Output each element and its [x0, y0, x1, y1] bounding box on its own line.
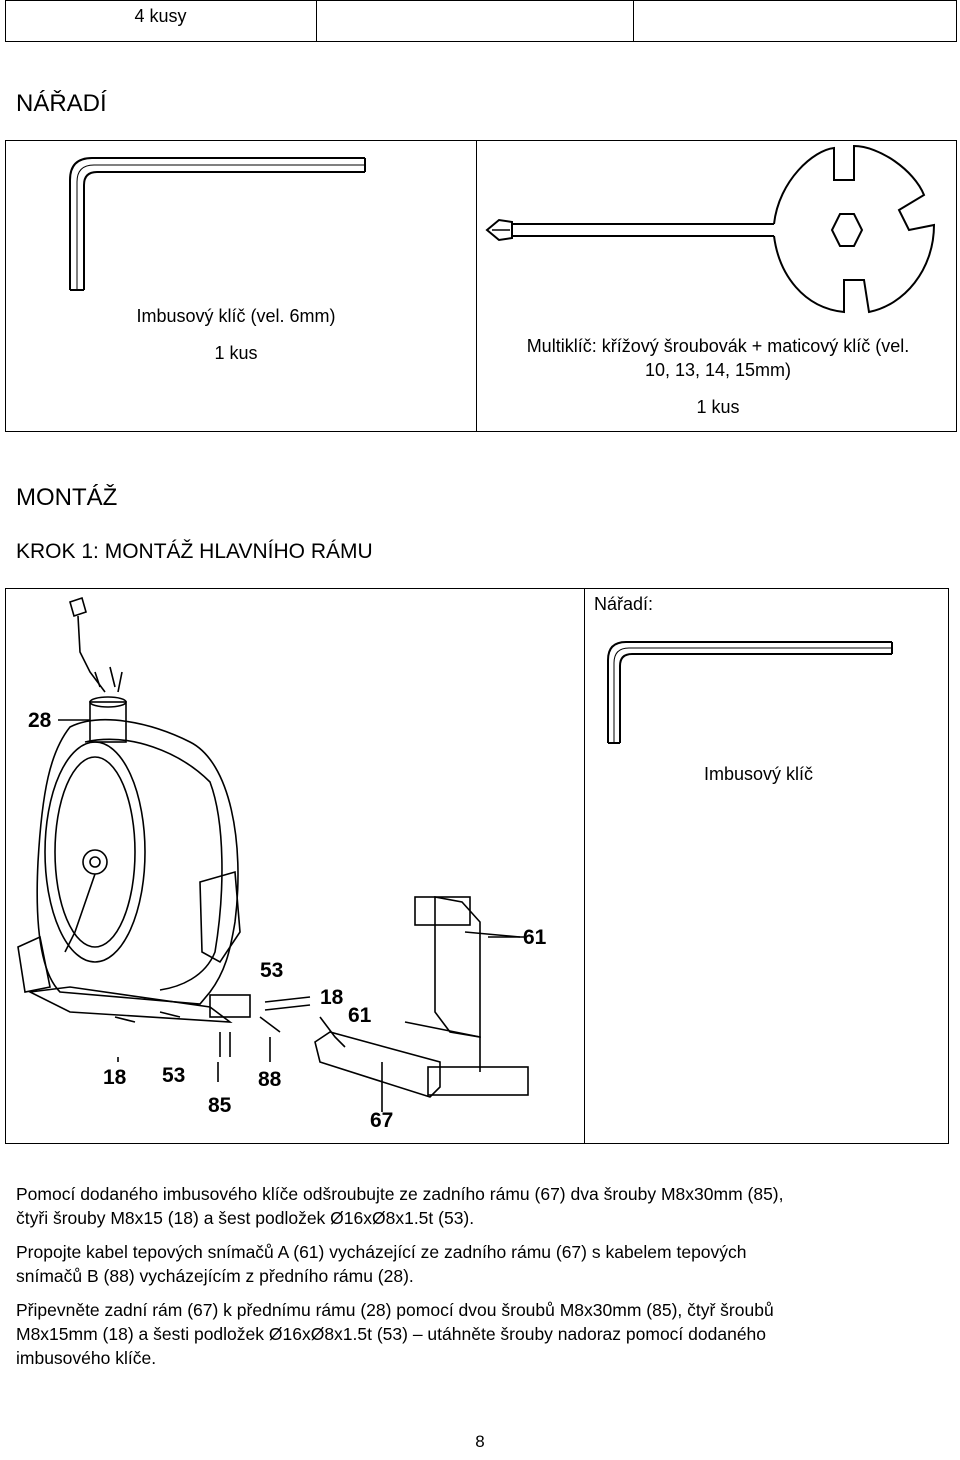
- tools-required-label: Nářadí:: [594, 594, 654, 614]
- top-table-divider: [633, 0, 634, 42]
- allen-key-icon: [69, 157, 366, 291]
- part-label-53: 53: [162, 1064, 185, 1087]
- instruction-line: čtyři šrouby M8x15 (18) a šest podložek …: [16, 1208, 475, 1228]
- multitool-caption-line1: Multiklíč: křížový šroubovák + maticový …: [526, 336, 910, 356]
- part-label-61: 61: [348, 1004, 372, 1027]
- tool-caption: Imbusový klíč: [704, 764, 814, 784]
- tools-heading: NÁŘADÍ: [16, 90, 107, 117]
- part-label-18: 18: [320, 986, 344, 1009]
- part-label-67: 67: [370, 1109, 393, 1132]
- top-table-divider: [316, 0, 317, 42]
- instruction-line: Propojte kabel tepových snímačů A (61) v…: [16, 1242, 747, 1262]
- multitool-caption-line2: 10, 13, 14, 15mm): [644, 360, 792, 380]
- multitool-icon: [485, 144, 936, 314]
- top-table: [5, 0, 957, 42]
- part-label-18: 18: [103, 1066, 127, 1089]
- assembly-heading: MONTÁŽ: [16, 484, 118, 511]
- part-label-88: 88: [258, 1068, 282, 1091]
- instruction-paragraph: Propojte kabel tepových snímačů A (61) v…: [16, 1240, 944, 1288]
- instruction-paragraph: Pomocí dodaného imbusového klíče odšroub…: [16, 1182, 944, 1230]
- instruction-line: Připevněte zadní rám (67) k přednímu rám…: [16, 1300, 774, 1320]
- tools-table-divider: [476, 140, 477, 432]
- allen-key-quantity: 1 kus: [214, 343, 258, 363]
- part-label-53: 53: [260, 959, 283, 982]
- part-label-85: 85: [208, 1094, 232, 1117]
- tools-table: [5, 140, 957, 432]
- allen-key-caption: Imbusový klíč (vel. 6mm): [136, 306, 336, 326]
- instruction-paragraph: Připevněte zadní rám (67) k přednímu rám…: [16, 1298, 944, 1370]
- top-table-cell-quantity: 4 kusy: [134, 6, 187, 26]
- tools-required-panel: [584, 588, 949, 1144]
- instruction-line: imbusového klíče.: [16, 1348, 157, 1368]
- allen-key-icon: [607, 641, 893, 744]
- instruction-line: Pomocí dodaného imbusového klíče odšroub…: [16, 1184, 784, 1204]
- instruction-line: snímačů B (88) vycházejícím z předního r…: [16, 1266, 414, 1286]
- multitool-quantity: 1 kus: [696, 397, 740, 417]
- part-label-28: 28: [28, 709, 52, 732]
- page-number: 8: [475, 1432, 485, 1451]
- exploded-frame-diagram: 28 61 53 18 61 18 53 88 85 67: [17, 596, 547, 1132]
- part-label-61: 61: [523, 926, 547, 949]
- instruction-line: M8x15mm (18) a šesti podložek Ø16xØ8x1.5…: [16, 1324, 767, 1344]
- step-title: KROK 1: MONTÁŽ HLAVNÍHO RÁMU: [16, 540, 373, 563]
